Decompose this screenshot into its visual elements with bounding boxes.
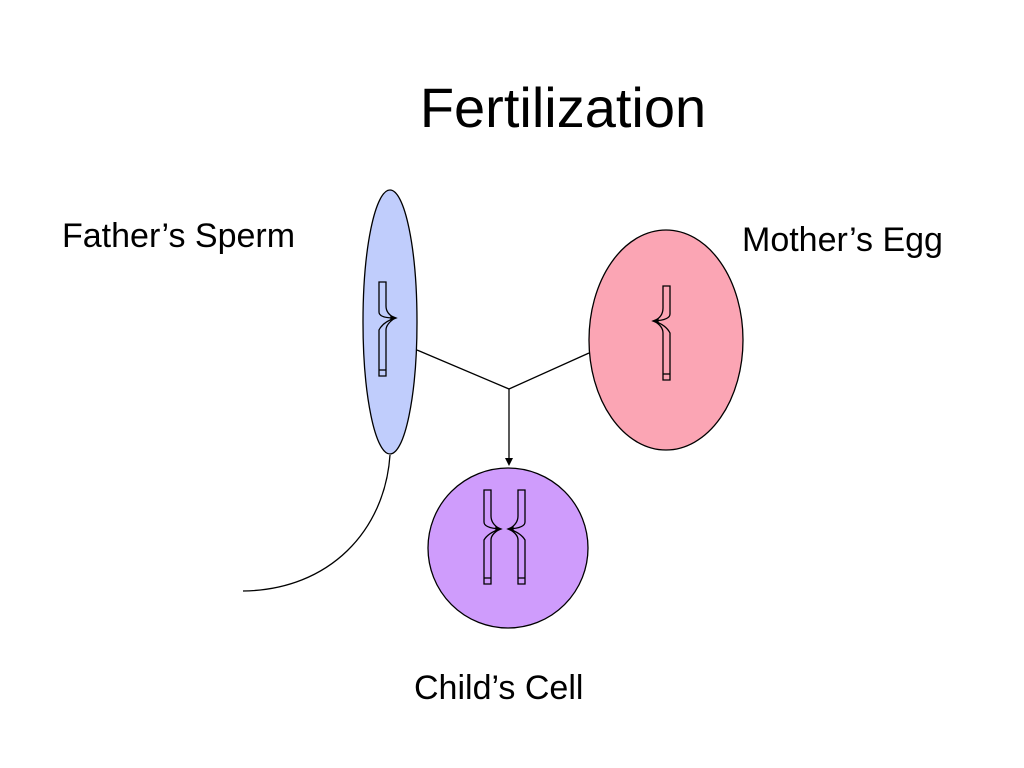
child-cell-label: Child’s Cell: [414, 669, 584, 707]
sperm-label: Father’s Sperm: [62, 217, 296, 255]
slide-title: Fertilization: [419, 76, 707, 139]
child-chromosome-left: [483, 489, 503, 585]
connector-egg: [508, 352, 590, 390]
child-chromosome-right: [506, 489, 526, 585]
egg-cell: [588, 229, 744, 451]
connector-sperm: [416, 349, 510, 390]
sperm-tail: [242, 454, 391, 592]
child-cell: [427, 467, 589, 629]
sperm-chromosome: [378, 281, 398, 377]
egg-label: Mother’s Egg: [742, 221, 943, 259]
egg-chromosome: [651, 285, 671, 381]
